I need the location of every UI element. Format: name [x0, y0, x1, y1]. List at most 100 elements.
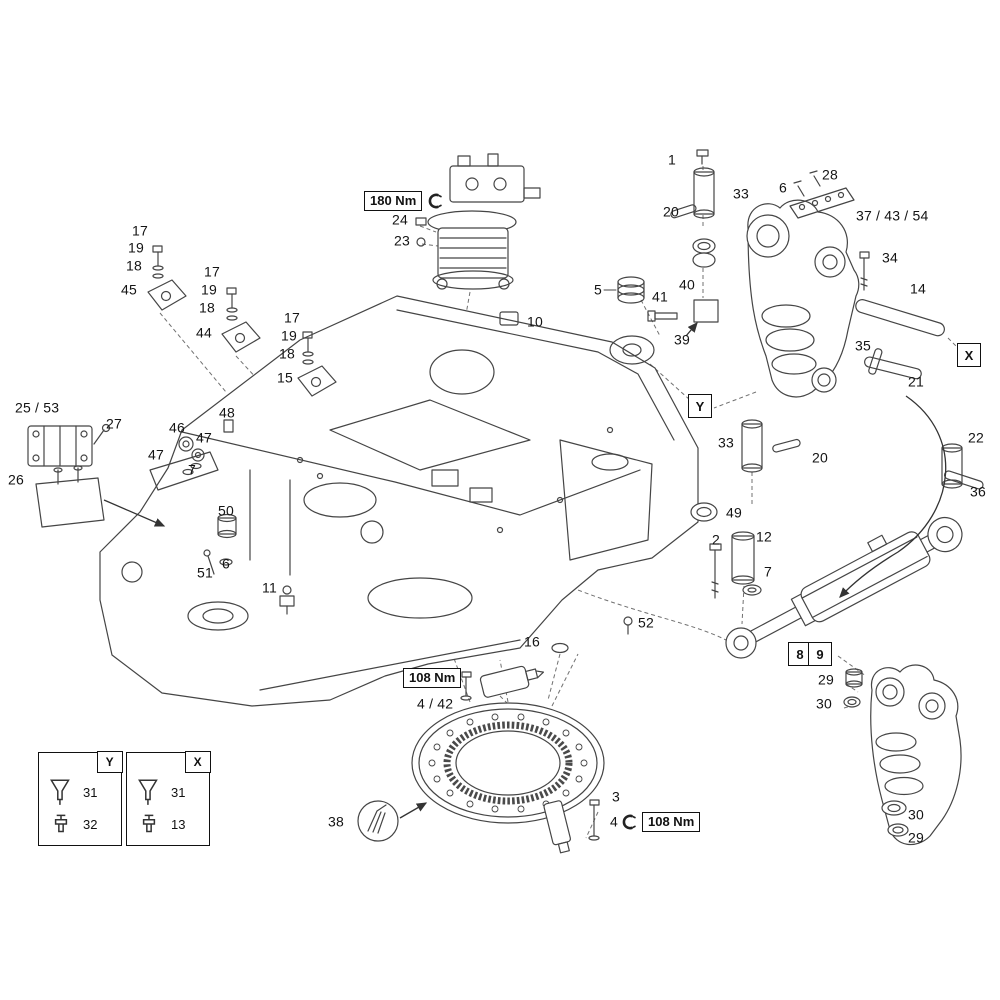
- callout-4: 4: [610, 813, 618, 830]
- callout-51: 51: [197, 564, 213, 581]
- callout-19: 19: [281, 327, 297, 344]
- callout-19: 19: [201, 281, 217, 298]
- callout-37_43_54: 37 / 43 / 54: [856, 207, 929, 224]
- callout-49: 49: [726, 504, 742, 521]
- callout-52: 52: [638, 614, 654, 631]
- legend-box-x: X 31 13: [126, 751, 211, 846]
- callout-23: 23: [394, 232, 410, 249]
- callout-21: 21: [908, 373, 924, 390]
- callout-10: 10: [527, 313, 543, 330]
- callout-18: 18: [199, 299, 215, 316]
- callout-44: 44: [196, 324, 212, 341]
- callout-17: 17: [132, 222, 148, 239]
- legend-box-y: Y 31 32: [38, 751, 123, 846]
- callout-39: 39: [674, 331, 690, 348]
- callout-4_42: 4 / 42: [417, 695, 454, 712]
- top-right-hardware: [617, 149, 945, 380]
- callout-48: 48: [219, 404, 235, 421]
- callout-6: 6: [779, 179, 787, 196]
- torque-badge-108nm-bottom: 108 Nm: [620, 812, 701, 832]
- ref-box-label: Y: [695, 398, 705, 414]
- arrows: [103, 289, 947, 819]
- callout-35: 35: [855, 337, 871, 354]
- callout-3: 3: [612, 788, 620, 805]
- callout-29: 29: [908, 829, 924, 846]
- callout-25_53: 25 / 53: [15, 399, 60, 416]
- callout-7: 7: [188, 461, 196, 478]
- upper-pivot-bracket: [746, 199, 860, 398]
- plug-icon: [54, 814, 68, 833]
- callout-12: 12: [756, 528, 772, 545]
- callout-47: 47: [148, 446, 164, 463]
- torque-value: 108 Nm: [642, 812, 701, 832]
- wrench-icon: [622, 814, 636, 830]
- callout-38: 38: [328, 813, 344, 830]
- plug-icon: [142, 814, 156, 833]
- ref-box-9: 9: [808, 642, 832, 666]
- callout-50: 50: [218, 502, 234, 519]
- legend-item: 31: [135, 777, 185, 807]
- legend-item: 13: [135, 813, 185, 835]
- callout-41: 41: [652, 288, 668, 305]
- callout-30: 30: [816, 695, 832, 712]
- mid-right-hardware: [551, 419, 984, 654]
- torque-badge-108nm-center: 108 Nm: [403, 668, 462, 688]
- callout-27: 27: [106, 415, 122, 432]
- legend-tag: X: [184, 751, 211, 774]
- callout-17: 17: [284, 309, 300, 326]
- callout-36: 36: [970, 483, 986, 500]
- slewing-ring-gear: [411, 702, 605, 824]
- callout-26: 26: [8, 471, 24, 488]
- callout-22: 22: [968, 429, 984, 446]
- callout-19: 19: [128, 239, 144, 256]
- callout-45: 45: [121, 281, 137, 298]
- callout-14: 14: [910, 280, 926, 297]
- hydraulic-cylinder: [725, 516, 963, 659]
- main-frame: [99, 295, 699, 707]
- torque-badge-180nm: 180 Nm: [364, 191, 444, 211]
- torque-value: 180 Nm: [364, 191, 423, 211]
- callout-18: 18: [279, 345, 295, 362]
- callout-34: 34: [882, 249, 898, 266]
- wrench-icon: [428, 193, 443, 209]
- legend-item: 32: [47, 813, 97, 835]
- ref-box-label: X: [964, 347, 974, 363]
- callout-33: 33: [733, 185, 749, 202]
- callout-20: 20: [663, 203, 679, 220]
- callout-7: 7: [764, 563, 772, 580]
- ref-box-label: 9: [816, 646, 824, 662]
- callout-29: 29: [818, 671, 834, 688]
- callout-5: 5: [594, 281, 602, 298]
- callout-33: 33: [718, 434, 734, 451]
- callout-16: 16: [524, 633, 540, 650]
- torque-value: 108 Nm: [403, 668, 462, 688]
- callout-11: 11: [262, 579, 277, 596]
- legend-item-number: 32: [83, 816, 98, 832]
- funnel-icon: [50, 779, 70, 805]
- callout-46: 46: [169, 419, 185, 436]
- callout-20: 20: [812, 449, 828, 466]
- ref-box-label: 8: [796, 646, 804, 662]
- funnel-icon: [138, 779, 158, 805]
- legend-item-number: 31: [83, 784, 98, 800]
- callout-30: 30: [908, 806, 924, 823]
- grease-and-fasteners: [357, 665, 600, 854]
- legend-item: 31: [47, 777, 97, 807]
- legend-item-number: 13: [171, 816, 186, 832]
- ref-box-y: Y: [688, 394, 712, 418]
- callout-15: 15: [277, 369, 293, 386]
- callout-47: 47: [196, 429, 212, 446]
- callout-18: 18: [126, 257, 142, 274]
- lower-pivot-bracket: [843, 664, 962, 846]
- callout-17: 17: [204, 263, 220, 280]
- legend-tag: Y: [96, 751, 123, 774]
- ref-box-x: X: [957, 343, 981, 367]
- legend-item-number: 31: [171, 784, 186, 800]
- callout-40: 40: [679, 276, 695, 293]
- callout-6: 6: [222, 555, 230, 572]
- pump-assembly: [415, 153, 541, 290]
- callout-28: 28: [822, 166, 838, 183]
- callout-2: 2: [712, 531, 720, 548]
